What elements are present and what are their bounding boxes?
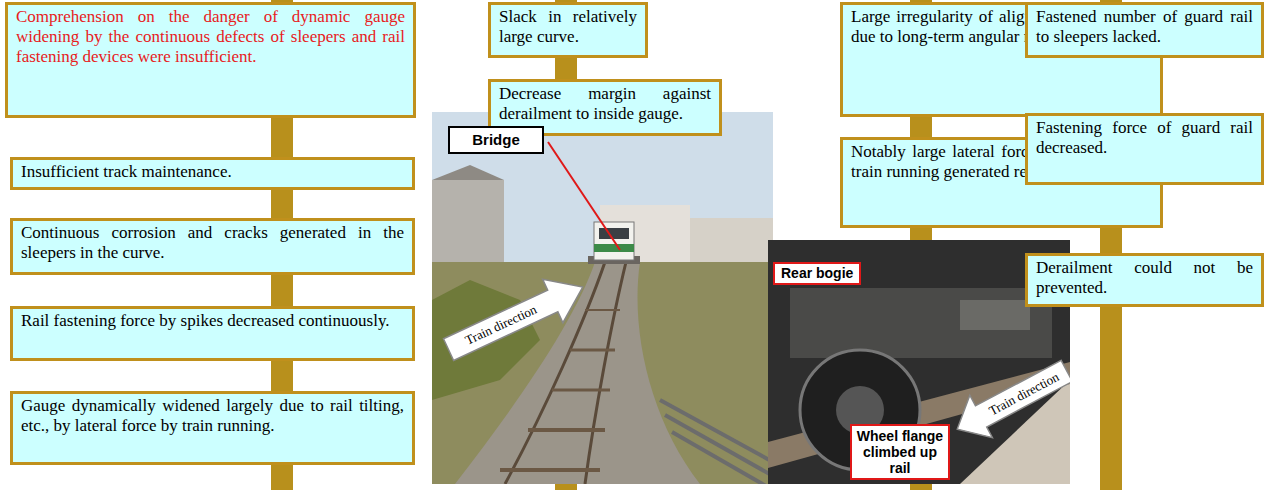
photo-label: Rear bogie [773,262,861,285]
cause-text: Rail fastening force by spikes decreased… [21,311,404,331]
cause-box: Continuous corrosion and cracks generate… [10,218,415,275]
direction-arrow [438,265,592,371]
train-stripe [594,244,634,252]
cause-text: Derailment could not be prevented. [1036,258,1253,298]
stem-connector [271,118,293,157]
bogie-part [960,300,1030,330]
cause-box: Insufficient track maintenance. [10,157,415,190]
cause-box: Slack in relatively large curve. [488,2,648,58]
cause-box: Gauge dynamically widened largely due to… [10,391,415,465]
sky [432,112,773,484]
cause-text: Continuous corrosion and cracks generate… [21,223,404,263]
cause-box: Fastened number of guard rail to sleeper… [1025,2,1264,58]
cause-box: Derailment could not be prevented. [1025,253,1264,307]
spare-rail [672,432,773,484]
cause-text: Decrease margin against derailment to in… [499,84,711,124]
leader-line [548,142,620,250]
stem-connector [555,58,577,79]
cause-text: Insufficient track maintenance. [21,162,404,182]
building [690,218,773,266]
photo-label: Bridge [448,126,544,154]
sleeper [528,428,605,432]
cause-text: Fastened number of guard rail to sleeper… [1036,7,1253,47]
direction-arrow [946,350,1070,451]
arrow-shape [946,350,1070,451]
cause-text: Fastening force of guard rail decreased. [1036,118,1253,158]
train-window [599,228,629,239]
stem-connector [271,361,293,391]
photo-label: Wheel flange climbed up rail [850,424,950,480]
track-photo [432,112,773,484]
cause-box: Rail fastening force by spikes decreased… [10,306,415,361]
bogie-frame [790,288,1052,358]
rail [585,262,626,484]
sleeper [570,349,615,352]
cause-box: Comprehension on the danger of dynamic g… [5,2,416,118]
cause-text: Comprehension on the danger of dynamic g… [16,7,405,67]
sleeper [552,389,610,392]
cause-text: Gauge dynamically widened largely due to… [21,396,404,436]
stem-connector [271,275,293,306]
stem-connector [271,190,293,218]
sleeper [500,468,600,472]
sleeper [585,309,620,311]
cause-box: Fastening force of guard rail decreased. [1025,113,1264,185]
ground [432,262,773,484]
roof [432,165,504,180]
cause-text: Slack in relatively large curve. [499,7,637,47]
spare-rail [660,400,773,462]
arrow-shape [438,265,592,371]
stem-connector [910,117,932,137]
spare-rail [665,415,773,476]
